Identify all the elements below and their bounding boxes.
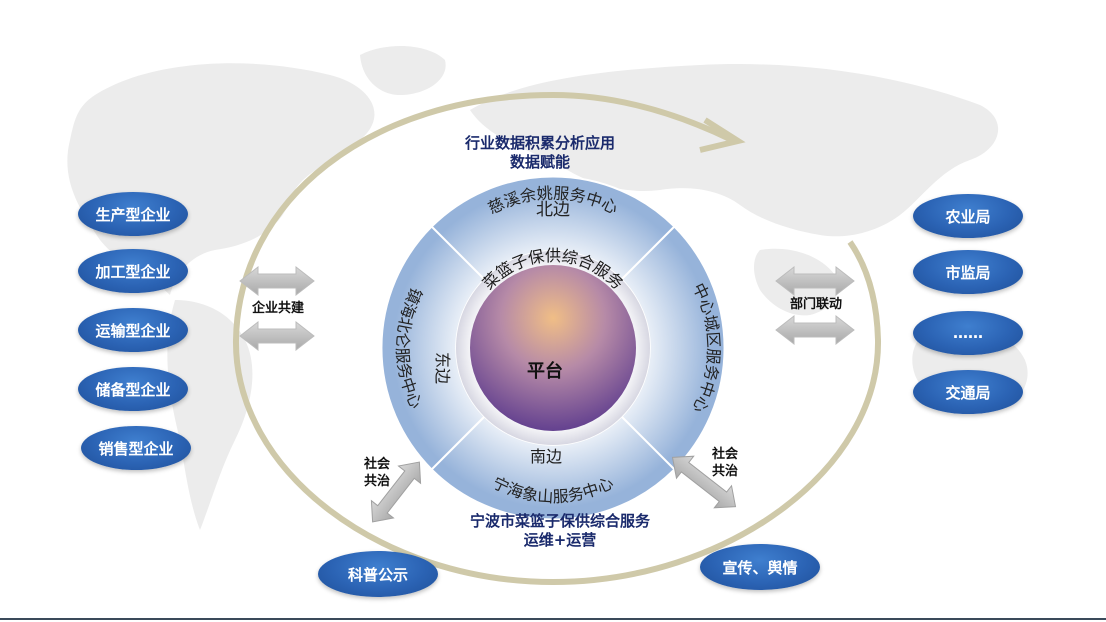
segment-north-direction: 北边 [536,200,570,220]
bottom-left-arrow-label-line2: 共治 [363,474,390,489]
bottom-left-arrow-label-line1: 社会 [363,457,390,472]
pill-publicity-opinion[interactable]: 宣传、舆情 [700,544,820,590]
bottom-caption-line2: 运维+运营 [523,531,597,549]
bottom-left-diagonal-arrow-icon [370,461,422,523]
bottom-left-arrow-label: 社会 共治 [352,456,402,490]
center-platform-label: 平台 [527,360,563,382]
top-caption-line2: 数据赋能 [509,153,570,171]
pill-transport-enterprise[interactable]: 运输型企业 [78,308,188,352]
pill-transport-bureau[interactable]: 交通局 [913,370,1023,414]
right-double-arrow-icon [775,265,855,346]
pill-science-publicity[interactable]: 科普公示 [318,551,438,597]
bottom-right-arrow-label-line2: 共治 [711,464,738,479]
top-caption-line1: 行业数据积累分析应用 [464,134,615,152]
ring-arrowhead-icon [699,117,746,153]
pill-storage-enterprise[interactable]: 储备型企业 [78,367,188,411]
left-arrow-label: 企业共建 [251,301,304,316]
bottom-right-arrow-label-line1: 社会 [711,447,738,462]
left-double-arrow-icon [239,265,315,352]
pill-sales-enterprise[interactable]: 销售型企业 [81,426,191,470]
segment-south-direction: 南边 [530,447,562,466]
pill-ellipsis[interactable]: …… [913,311,1023,355]
top-caption: 行业数据积累分析应用 数据赋能 [440,134,640,172]
pill-market-supervision-bureau[interactable]: 市监局 [913,250,1023,294]
bottom-caption: 宁波市菜篮子保供综合服务 运维+运营 [440,512,680,550]
bottom-caption-line1: 宁波市菜篮子保供综合服务 [469,512,650,530]
right-arrow-label: 部门联动 [789,297,842,312]
circulation-ring [232,91,882,586]
center-platform-circle[interactable] [470,265,636,431]
pill-processing-enterprise[interactable]: 加工型企业 [78,249,188,293]
service-center-ring [380,175,726,521]
pill-production-enterprise[interactable]: 生产型企业 [78,192,188,236]
pill-agriculture-bureau[interactable]: 农业局 [913,194,1023,238]
segment-east-direction: 东边 [433,352,452,384]
bottom-right-arrow-label: 社会 共治 [700,446,750,480]
bottom-right-diagonal-arrow-icon [671,455,737,509]
